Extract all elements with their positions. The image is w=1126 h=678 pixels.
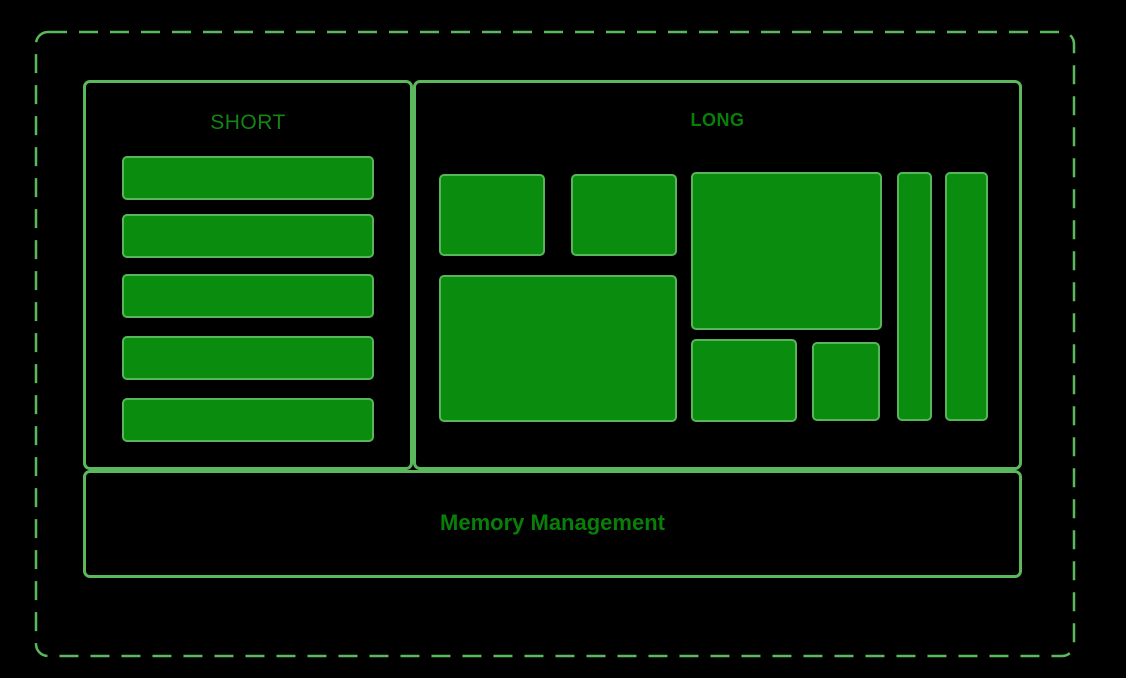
short-term-memory-box: SHORT bbox=[83, 80, 413, 470]
long-box-title: LONG bbox=[690, 110, 745, 130]
memory-management-title: Memory Management bbox=[440, 509, 665, 535]
short-box-title: SHORT bbox=[210, 111, 286, 134]
long-term-memory-box: LONG bbox=[413, 80, 1022, 470]
memory-management-box: Memory Management bbox=[83, 470, 1022, 578]
